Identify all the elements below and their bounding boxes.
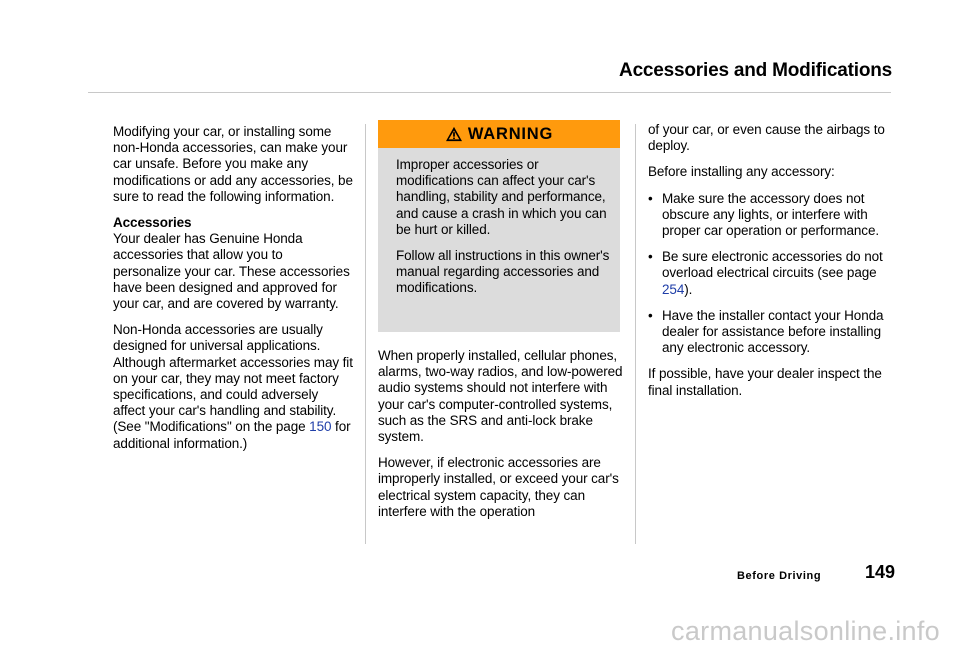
page-title: Accessories and Modifications bbox=[619, 60, 892, 81]
column-3: of your car, or even cause the airbags t… bbox=[648, 122, 898, 399]
page-254-link[interactable]: 254 bbox=[662, 281, 685, 297]
bullet-text-3: Have the installer contact your Honda de… bbox=[662, 307, 884, 356]
bullet-icon: • bbox=[648, 307, 653, 323]
column-divider-2 bbox=[635, 124, 636, 544]
column-2-text: When properly installed, cellular phones… bbox=[378, 348, 628, 520]
warning-label: WARNING bbox=[467, 124, 554, 143]
bullet-text-1: Make sure the accessory does not obscure… bbox=[662, 190, 880, 239]
aftermarket-paragraph: Although aftermarket accessories may fit… bbox=[113, 355, 353, 452]
title-rule bbox=[88, 92, 891, 93]
column-1: Modifying your car, or installing some n… bbox=[113, 124, 353, 452]
bullet-text-2: Be sure electronic accessories do not ov… bbox=[662, 249, 898, 298]
warning-box: WARNING Improper accessories or modifica… bbox=[378, 120, 620, 332]
page-number: 149 bbox=[865, 562, 896, 582]
genuine-accessories-paragraph: Your dealer has Genuine Honda accessorie… bbox=[113, 231, 350, 312]
bullet-icon: • bbox=[648, 249, 653, 265]
warning-text-2: Follow all instructions in this owner's … bbox=[396, 248, 610, 296]
warning-header: WARNING bbox=[378, 120, 620, 148]
accessories-heading: Accessories bbox=[113, 215, 192, 231]
page-150-link[interactable]: 150 bbox=[309, 419, 332, 435]
list-item: • Have the installer contact your Honda … bbox=[648, 308, 898, 357]
list-item: • Be sure electronic accessories do not … bbox=[648, 249, 898, 298]
list-item: • Make sure the accessory does not obscu… bbox=[648, 191, 898, 240]
column-divider-1 bbox=[365, 124, 366, 544]
warning-triangle-icon bbox=[445, 126, 462, 142]
aftermarket-text-end: for additional information.) bbox=[113, 419, 351, 451]
cellular-paragraph: When properly installed, cellular phones… bbox=[378, 348, 623, 445]
bullet-2-text: Be sure electronic accessories do not ov… bbox=[662, 249, 883, 281]
aftermarket-text: Although aftermarket accessories may fit… bbox=[113, 354, 353, 435]
intro-paragraph: Modifying your car, or installing some n… bbox=[113, 124, 353, 204]
non-honda-paragraph: Non-Honda accessories are usually design… bbox=[113, 322, 323, 354]
electronic-accessories-paragraph: However, if electronic accessories are i… bbox=[378, 455, 619, 519]
bullet-2-text-end: ). bbox=[684, 281, 693, 297]
airbags-paragraph: of your car, or even cause the airbags t… bbox=[648, 122, 885, 154]
inspect-paragraph: If possible, have your dealer inspect th… bbox=[648, 366, 882, 398]
before-installing-paragraph: Before installing any accessory: bbox=[648, 164, 835, 180]
warning-body: Improper accessories or modifications ca… bbox=[396, 157, 610, 297]
warning-text-1: Improper accessories or modifications ca… bbox=[396, 157, 607, 237]
bullet-icon: • bbox=[648, 190, 653, 206]
footer-section-label: Before Driving bbox=[737, 570, 822, 582]
watermark: carmanualsonline.info bbox=[671, 616, 940, 646]
